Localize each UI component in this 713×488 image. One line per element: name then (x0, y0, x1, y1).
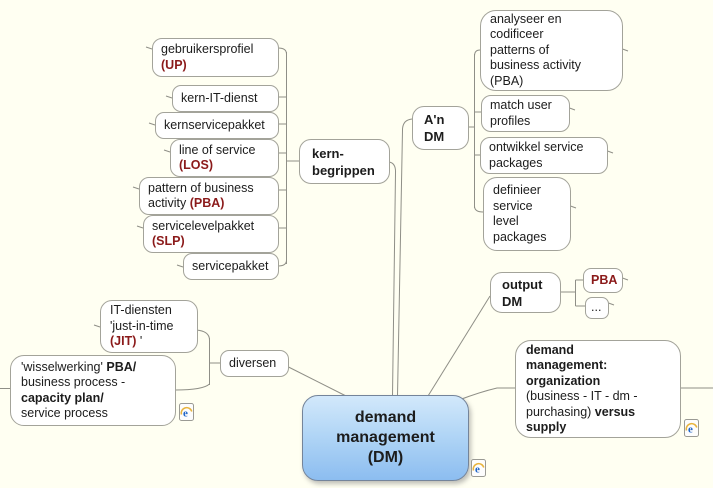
node-label: (business - IT - dm - (526, 389, 638, 403)
node-label: ... (591, 300, 602, 315)
node-output-pba[interactable]: PBA (583, 268, 623, 293)
node-match-user-profiles[interactable]: match user profiles (481, 95, 570, 132)
node-ontwikkel-service-packages[interactable]: ontwikkel service packages (480, 137, 608, 174)
node-label: 'wisselwerking' (21, 359, 107, 374)
node-label: capacity plan/ (21, 390, 104, 405)
node-kern-it-dienst[interactable]: kern-IT-dienst (172, 85, 279, 112)
node-label: packages (493, 229, 547, 244)
node-label: business process - (21, 375, 126, 389)
node-kern-begrippen[interactable]: kern- begrippen (299, 139, 390, 184)
node-label: business activity (490, 58, 582, 73)
node-it-diensten-jit[interactable]: IT-diensten 'just-in-time (JIT) ' (100, 300, 198, 353)
node-label: diversen (229, 355, 277, 370)
node-label: pattern of business (148, 180, 254, 195)
node-label: definieer (493, 183, 541, 197)
node-label: gebruikersprofiel (161, 42, 254, 56)
node-label: analyseer en (490, 11, 562, 26)
node-diversen[interactable]: diversen (220, 350, 289, 377)
node-gebruikersprofiel-up[interactable]: gebruikersprofiel (UP) (152, 38, 279, 77)
node-label: demand (526, 342, 574, 357)
node-abbr: PBA (591, 272, 618, 287)
node-analyseer-patterns-pba[interactable]: analyseer en codificeer patterns of busi… (480, 10, 623, 91)
node-label: versus (594, 404, 636, 419)
node-label: codificeer (490, 27, 544, 42)
node-label: organization (526, 373, 601, 388)
node-output-more[interactable]: ... (585, 297, 609, 319)
node-wisselwerking-pba[interactable]: 'wisselwerking' PBA/ business process - … (10, 355, 176, 426)
node-label: PBA/ (106, 359, 137, 374)
node-abbr: (LOS) (179, 158, 214, 172)
node-label: output (502, 276, 543, 292)
node-definieer-service-level-packages[interactable]: definieer service level packages (483, 177, 571, 251)
node-kernservicepakket[interactable]: kernservicepakket (155, 112, 279, 139)
node-label: patterns of (490, 42, 550, 57)
node-abbr: (SLP) (152, 234, 185, 248)
node-abbr: (UP) (161, 57, 187, 72)
node-label: kern- (312, 145, 344, 161)
node-output-dm[interactable]: output DM (490, 272, 561, 313)
node-demand-management-organization[interactable]: demand management: organization (busines… (515, 340, 681, 438)
internet-explorer-icon[interactable]: e (470, 459, 487, 477)
node-an-dm[interactable]: A'n DM (412, 106, 469, 150)
svg-text:e: e (183, 408, 188, 420)
node-label: match user (490, 98, 552, 112)
node-label: management (336, 429, 435, 446)
node-label: DM (502, 293, 523, 309)
node-label: line of service (179, 142, 256, 157)
node-label: ' (136, 334, 143, 349)
node-label: demand (354, 409, 417, 426)
svg-text:e: e (475, 464, 480, 476)
internet-explorer-icon[interactable]: e (683, 419, 700, 437)
node-label: (PBA) (490, 73, 524, 88)
node-label: 'just-in-time (110, 318, 174, 333)
node-demand-management-dm-root[interactable]: demand management (DM) (302, 395, 469, 481)
node-label: servicelevelpakket (152, 218, 255, 233)
node-line-of-service-los[interactable]: line of service (LOS) (170, 139, 279, 177)
node-servicelevelpakket-slp[interactable]: servicelevelpakket (SLP) (143, 215, 279, 253)
node-abbr: (JIT) (110, 334, 137, 349)
node-label: A'n (424, 112, 445, 127)
node-label: begrippen (312, 162, 375, 178)
node-label: management: (526, 358, 608, 372)
node-label: service (493, 198, 533, 213)
node-label: kernservicepakket (164, 117, 265, 132)
node-label: activity (148, 196, 190, 210)
node-label: supply (526, 420, 567, 434)
node-label: level (493, 214, 519, 228)
node-label: (DM) (367, 449, 404, 466)
node-label: IT-diensten (110, 303, 172, 318)
node-pattern-of-business-activity-pba[interactable]: pattern of business activity (PBA) (139, 177, 279, 215)
node-label: DM (424, 129, 445, 144)
node-label: service process (21, 406, 108, 420)
node-label: packages (489, 155, 543, 170)
svg-text:e: e (688, 424, 693, 436)
node-label: purchasing) (526, 404, 595, 419)
node-label: kern-IT-dienst (181, 90, 258, 105)
node-label: profiles (490, 113, 531, 128)
node-abbr: (PBA) (189, 196, 225, 210)
node-label: servicepakket (192, 258, 269, 273)
node-servicepakket[interactable]: servicepakket (183, 253, 279, 280)
internet-explorer-icon[interactable]: e (178, 403, 195, 421)
node-label: ontwikkel service (489, 140, 584, 154)
